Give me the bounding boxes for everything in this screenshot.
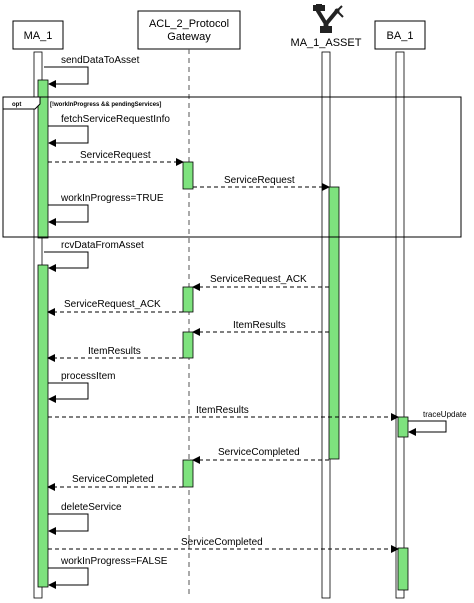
message-label: ItemResults xyxy=(196,405,249,416)
message-service-request-ack-to-ma1: ServiceRequest_ACK xyxy=(47,299,183,316)
message-service-completed-to-gateway: ServiceCompleted xyxy=(192,447,329,464)
message-fetch-service-request-info: fetchServiceRequestInfo xyxy=(48,114,170,147)
message-work-in-progress-true: workInProgress=TRUE xyxy=(48,193,164,226)
participant-acl-label-line1: ACL_2_Protocol xyxy=(149,18,229,30)
message-label: ServiceCompleted xyxy=(218,447,300,458)
message-item-results-to-ba1: ItemResults xyxy=(48,405,399,421)
robot-arm-icon xyxy=(313,4,344,33)
message-service-completed-to-ma1: ServiceCompleted xyxy=(47,474,183,491)
participant-acl-gateway: ACL_2_Protocol Gateway xyxy=(137,10,241,50)
message-rcv-data-from-asset: rcvDataFromAsset xyxy=(44,240,144,272)
activation-ba1-1 xyxy=(397,416,409,438)
message-label: deleteService xyxy=(61,502,122,513)
activation-ba1-2 xyxy=(397,547,409,591)
message-delete-service: deleteService xyxy=(48,502,122,535)
message-label: rcvDataFromAsset xyxy=(61,240,144,251)
message-send-data-to-asset: sendDataToAsset xyxy=(44,55,140,88)
message-label: ServiceRequest_ACK xyxy=(64,299,161,310)
opt-fragment: opt [!workInProgress && pendingServices] xyxy=(2,96,462,238)
message-label: traceUpdate xyxy=(423,410,467,419)
message-label: ItemResults xyxy=(233,320,286,331)
message-label: ItemResults xyxy=(88,346,141,357)
message-label: processItem xyxy=(61,371,115,382)
message-service-request-ack-to-gateway: ServiceRequest_ACK xyxy=(192,274,329,291)
message-work-in-progress-false: workInProgress=FALSE xyxy=(48,556,168,589)
opt-fragment-guard: [!workInProgress && pendingServices] xyxy=(50,102,161,108)
activation-acl-1 xyxy=(182,161,194,190)
message-service-request-to-gateway: ServiceRequest xyxy=(48,150,184,166)
participant-ma1-label: MA_1 xyxy=(24,30,53,42)
message-process-item: processItem xyxy=(48,371,115,403)
participant-ma1-asset-label: MA_1_ASSET xyxy=(291,37,362,49)
message-item-results-to-gateway: ItemResults xyxy=(192,320,329,336)
activation-acl-2 xyxy=(182,286,194,313)
message-label: workInProgress=TRUE xyxy=(60,193,164,204)
message-label: sendDataToAsset xyxy=(61,55,140,66)
participant-ba1-label: BA_1 xyxy=(387,30,414,42)
participant-ma1: MA_1 xyxy=(12,20,64,50)
message-trace-update: traceUpdate xyxy=(408,410,467,436)
lifeline-ba1 xyxy=(395,51,405,599)
message-label: ServiceRequest xyxy=(80,150,151,161)
message-item-results-to-ma1: ItemResults xyxy=(47,346,183,362)
message-label: fetchServiceRequestInfo xyxy=(61,114,170,125)
activation-ma1-2 xyxy=(37,264,49,588)
message-label: ServiceRequest_ACK xyxy=(210,274,307,285)
participant-ma1-asset: MA_1_ASSET xyxy=(291,4,362,49)
message-service-completed-to-ba1: ServiceCompleted xyxy=(48,537,399,553)
activation-ma1-1 xyxy=(37,79,49,239)
participant-acl-label-line2: Gateway xyxy=(167,31,211,43)
participant-ba1: BA_1 xyxy=(374,20,426,50)
message-label: ServiceCompleted xyxy=(72,474,154,485)
opt-fragment-operator: opt xyxy=(12,102,21,108)
message-label: workInProgress=FALSE xyxy=(60,556,168,567)
activation-ma1-asset-1 xyxy=(328,186,340,460)
message-label: ServiceRequest xyxy=(224,175,295,186)
activation-acl-4 xyxy=(182,459,194,488)
message-label: ServiceCompleted xyxy=(181,537,263,548)
activation-acl-3 xyxy=(182,331,194,359)
message-service-request-to-asset: ServiceRequest xyxy=(193,175,330,191)
